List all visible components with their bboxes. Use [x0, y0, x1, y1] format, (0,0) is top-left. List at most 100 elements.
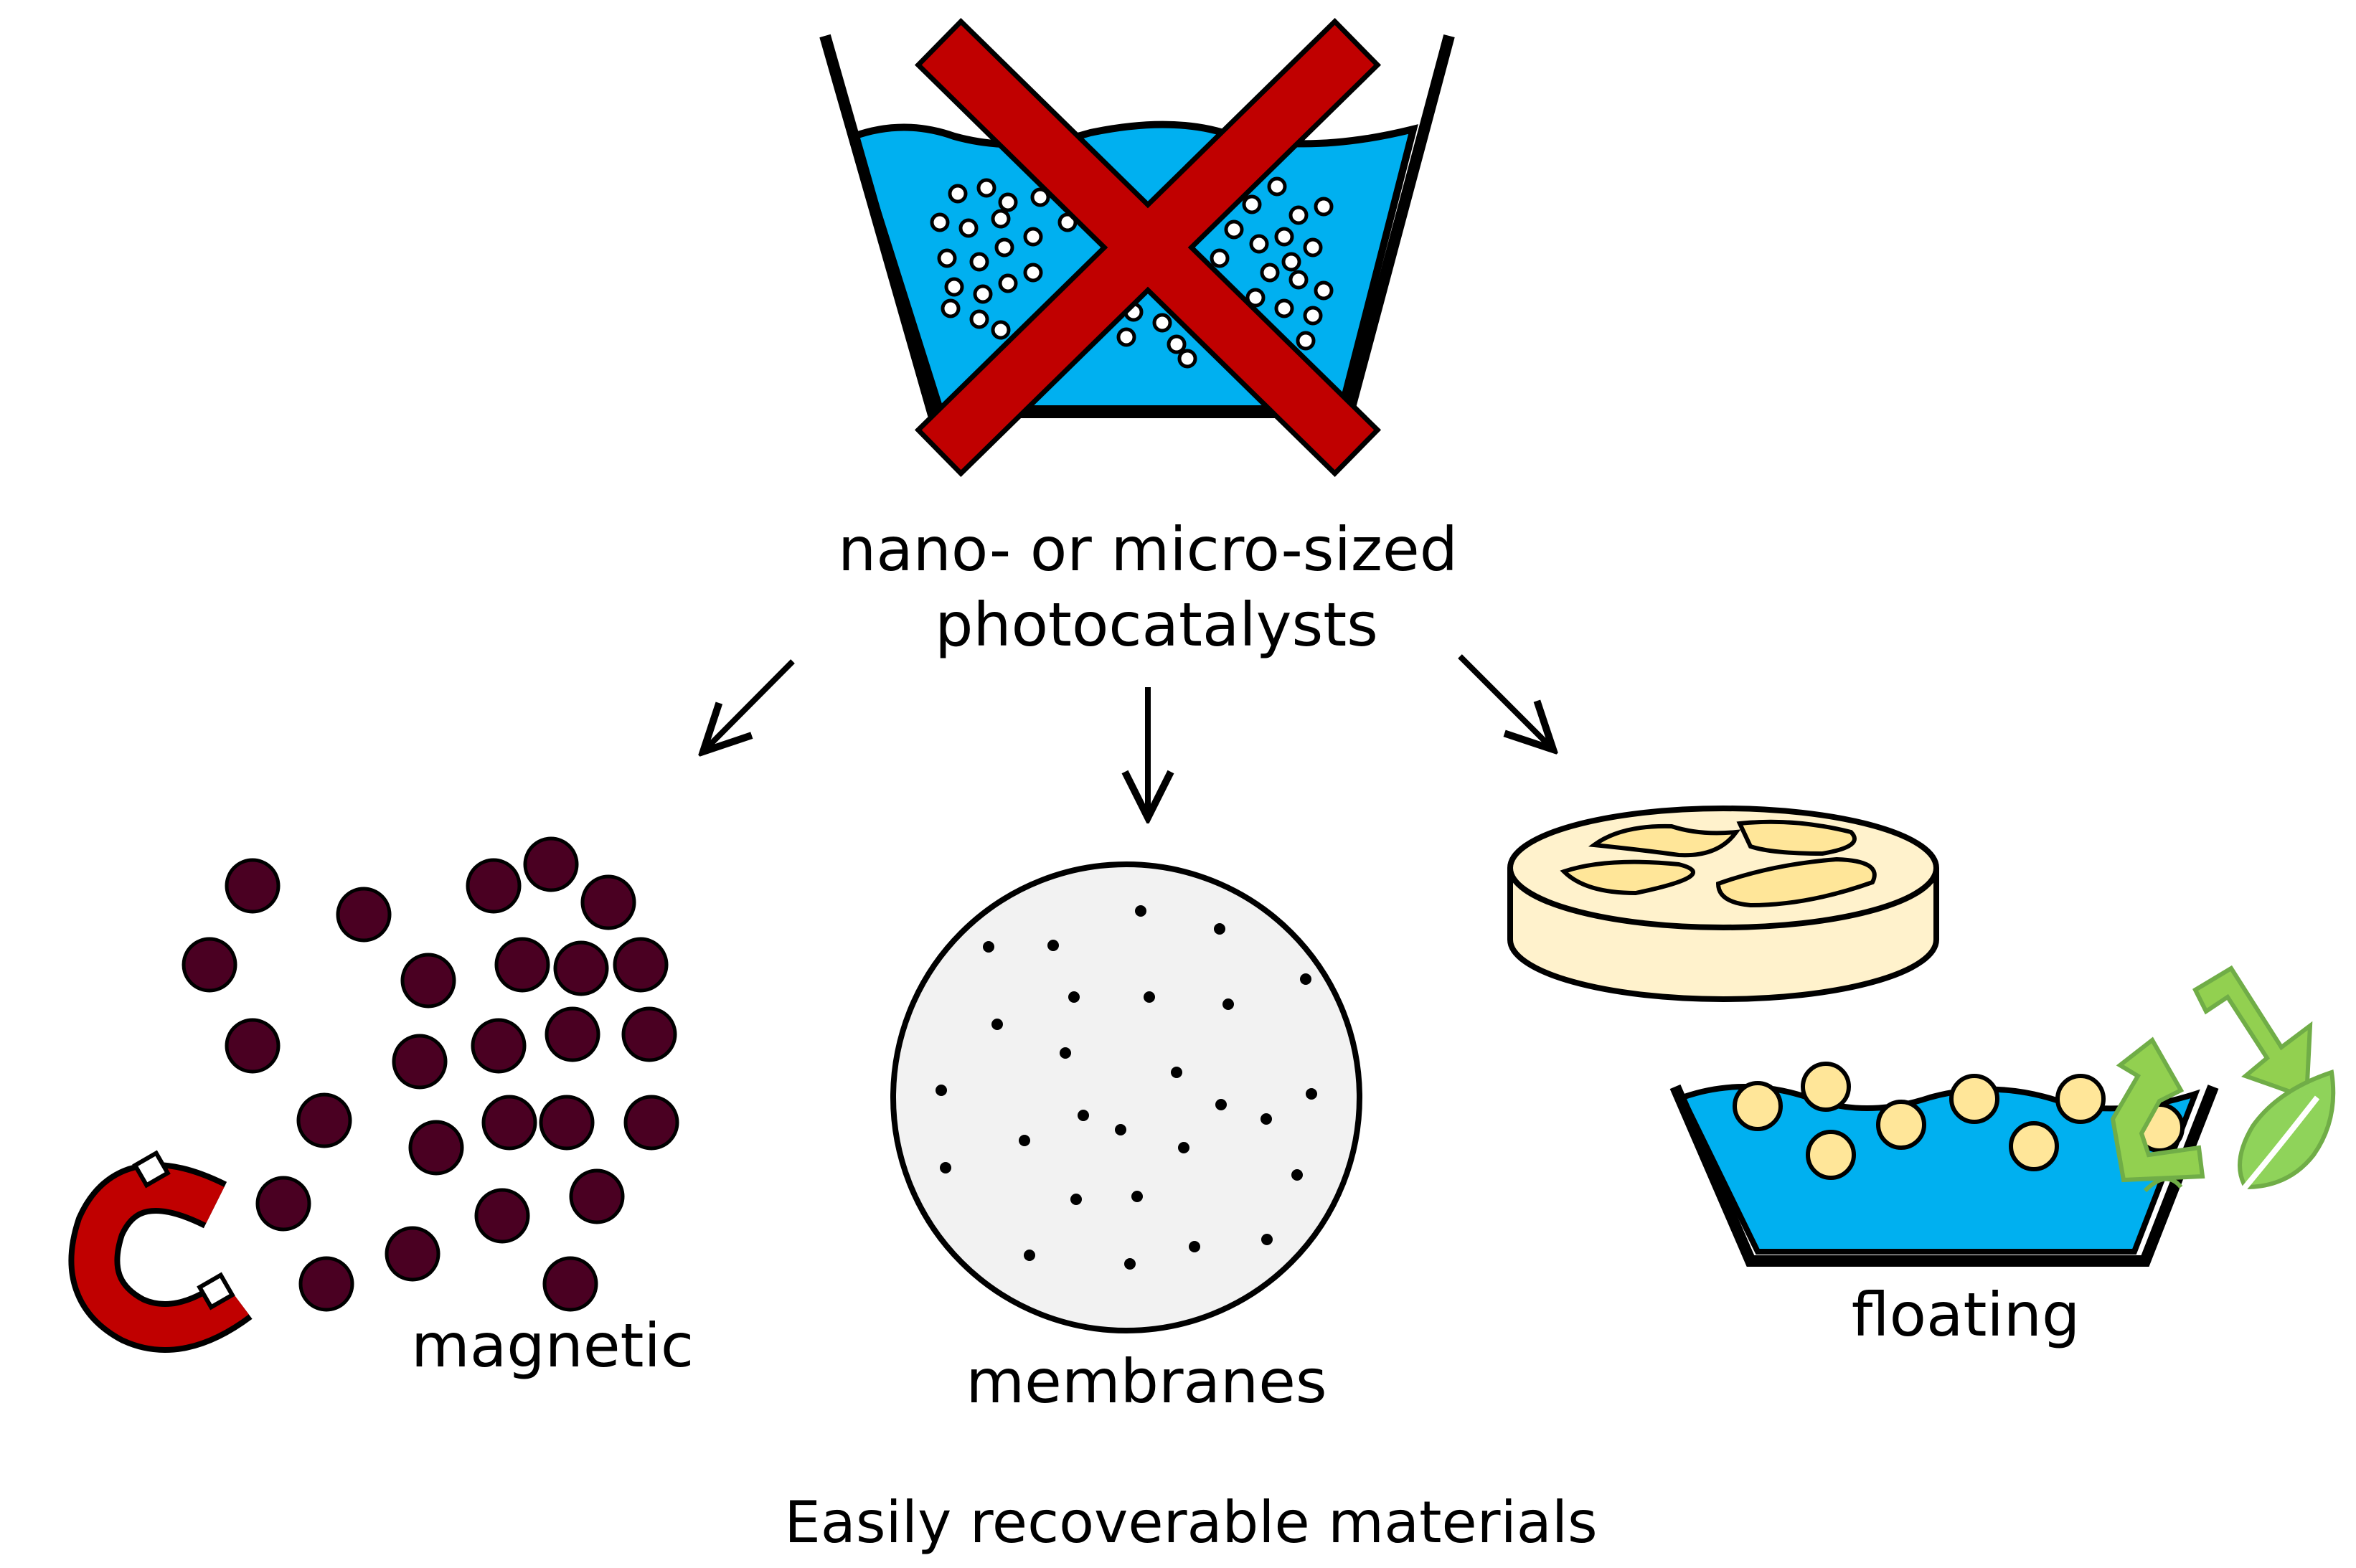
- cross-icon: [914, 17, 1382, 478]
- particle: [969, 252, 989, 272]
- magnetic-particle: [296, 1092, 352, 1148]
- particle: [1210, 248, 1230, 268]
- floating-particle: [1806, 1130, 1856, 1180]
- particle: [998, 273, 1018, 293]
- membrane-pore: [1144, 991, 1155, 1003]
- magnetic-particle: [471, 1018, 527, 1074]
- particle: [1245, 288, 1266, 308]
- magnetic-particle: [392, 1034, 448, 1090]
- beaker-particles: [930, 176, 1334, 369]
- top-label-line1: nano- or micro-sized: [838, 514, 1458, 585]
- magnetic-particle: [225, 1018, 281, 1074]
- floating-particle: [1733, 1081, 1783, 1131]
- label-floating: floating: [1852, 1280, 2081, 1350]
- membrane-pore: [1070, 1194, 1082, 1205]
- magnetic-particle: [613, 937, 669, 993]
- magnet-pole-top: [132, 1150, 171, 1189]
- particle: [1267, 176, 1287, 197]
- magnetic-particle: [385, 1226, 440, 1282]
- particle: [1249, 234, 1269, 254]
- membrane-pore: [1261, 1113, 1272, 1125]
- particle: [937, 248, 957, 268]
- magnetic-particle: [545, 1006, 600, 1062]
- particle: [976, 178, 996, 198]
- membrane-pore: [1024, 1250, 1035, 1261]
- membrane-pore: [1300, 973, 1311, 985]
- membrane-pore: [1178, 1142, 1189, 1153]
- magnetic-particle: [539, 1095, 595, 1151]
- magnetic-particle: [400, 953, 456, 1009]
- membrane-pore: [936, 1085, 947, 1096]
- membrane-pore: [1215, 1099, 1227, 1110]
- particle: [1303, 306, 1323, 326]
- particle: [991, 209, 1011, 229]
- particle: [1030, 187, 1050, 207]
- label-membranes: membranes: [966, 1346, 1327, 1417]
- particle: [930, 212, 950, 232]
- particle: [991, 320, 1011, 340]
- arrow-to-magnetic: [703, 659, 795, 752]
- magnetic-particle: [466, 858, 522, 914]
- floating-particle: [1876, 1100, 1926, 1150]
- magnetic-particle: [542, 1256, 598, 1312]
- particle: [948, 184, 968, 204]
- membrane-pore: [940, 1162, 951, 1173]
- particle: [1152, 313, 1172, 333]
- particle: [1303, 237, 1323, 258]
- particle: [1023, 263, 1043, 283]
- magnetic-particle: [255, 1176, 311, 1232]
- particle: [1116, 327, 1136, 347]
- magnetic-particle: [336, 887, 392, 943]
- floating-particle: [2009, 1121, 2059, 1171]
- membrane-pore: [1047, 940, 1059, 951]
- particle: [941, 298, 961, 318]
- magnetic-particle: [481, 1095, 537, 1151]
- particle: [998, 192, 1018, 212]
- floating-particle: [1949, 1074, 1999, 1124]
- particle: [973, 284, 993, 304]
- floating-particle: [2055, 1074, 2106, 1124]
- particle: [958, 218, 979, 238]
- arrow-to-floating: [1458, 654, 1553, 750]
- particle: [1288, 205, 1309, 225]
- particle: [1177, 349, 1197, 369]
- membrane-pore: [1068, 991, 1080, 1003]
- floating-particle: [1801, 1062, 1851, 1112]
- label-magnetic: magnetic: [411, 1310, 694, 1381]
- magnetic-particle: [623, 1095, 679, 1151]
- particle: [1023, 227, 1043, 247]
- particle: [1274, 298, 1294, 318]
- leaf-icon: [2221, 1069, 2336, 1214]
- membrane-pore: [1222, 998, 1234, 1010]
- membrane-pore: [1019, 1135, 1030, 1146]
- recycle-icon: [2110, 965, 2313, 1193]
- magnet-pole-bottom: [197, 1272, 235, 1310]
- membrane-pore: [1189, 1241, 1200, 1252]
- membrane-pore: [1261, 1234, 1273, 1245]
- magnetic-particle: [494, 937, 550, 993]
- membrane-pore: [1060, 1047, 1071, 1059]
- support-disc-icon: [1507, 806, 1939, 1002]
- magnetic-particle: [580, 874, 636, 930]
- top-label-line2: photocatalysts: [935, 590, 1378, 660]
- magnetic-particle: [182, 937, 237, 993]
- particle: [969, 309, 989, 329]
- membrane-pore: [1135, 905, 1146, 917]
- membrane-pore: [1171, 1067, 1182, 1078]
- membrane-pore: [991, 1019, 1003, 1030]
- magnetic-particle: [408, 1120, 464, 1176]
- particle: [994, 237, 1014, 258]
- magnetic-particle: [523, 836, 579, 892]
- membrane-pore: [983, 941, 994, 953]
- membrane-pore: [1115, 1124, 1126, 1135]
- magnetic-particle: [569, 1168, 625, 1224]
- magnetic-particles: [182, 836, 679, 1312]
- particle: [1314, 280, 1334, 301]
- particle: [1314, 197, 1334, 217]
- membrane-pore: [1291, 1169, 1303, 1181]
- particle: [1242, 194, 1262, 214]
- particle: [1281, 252, 1301, 272]
- particle: [1167, 334, 1187, 354]
- particle: [1296, 331, 1316, 351]
- particle: [1288, 270, 1309, 290]
